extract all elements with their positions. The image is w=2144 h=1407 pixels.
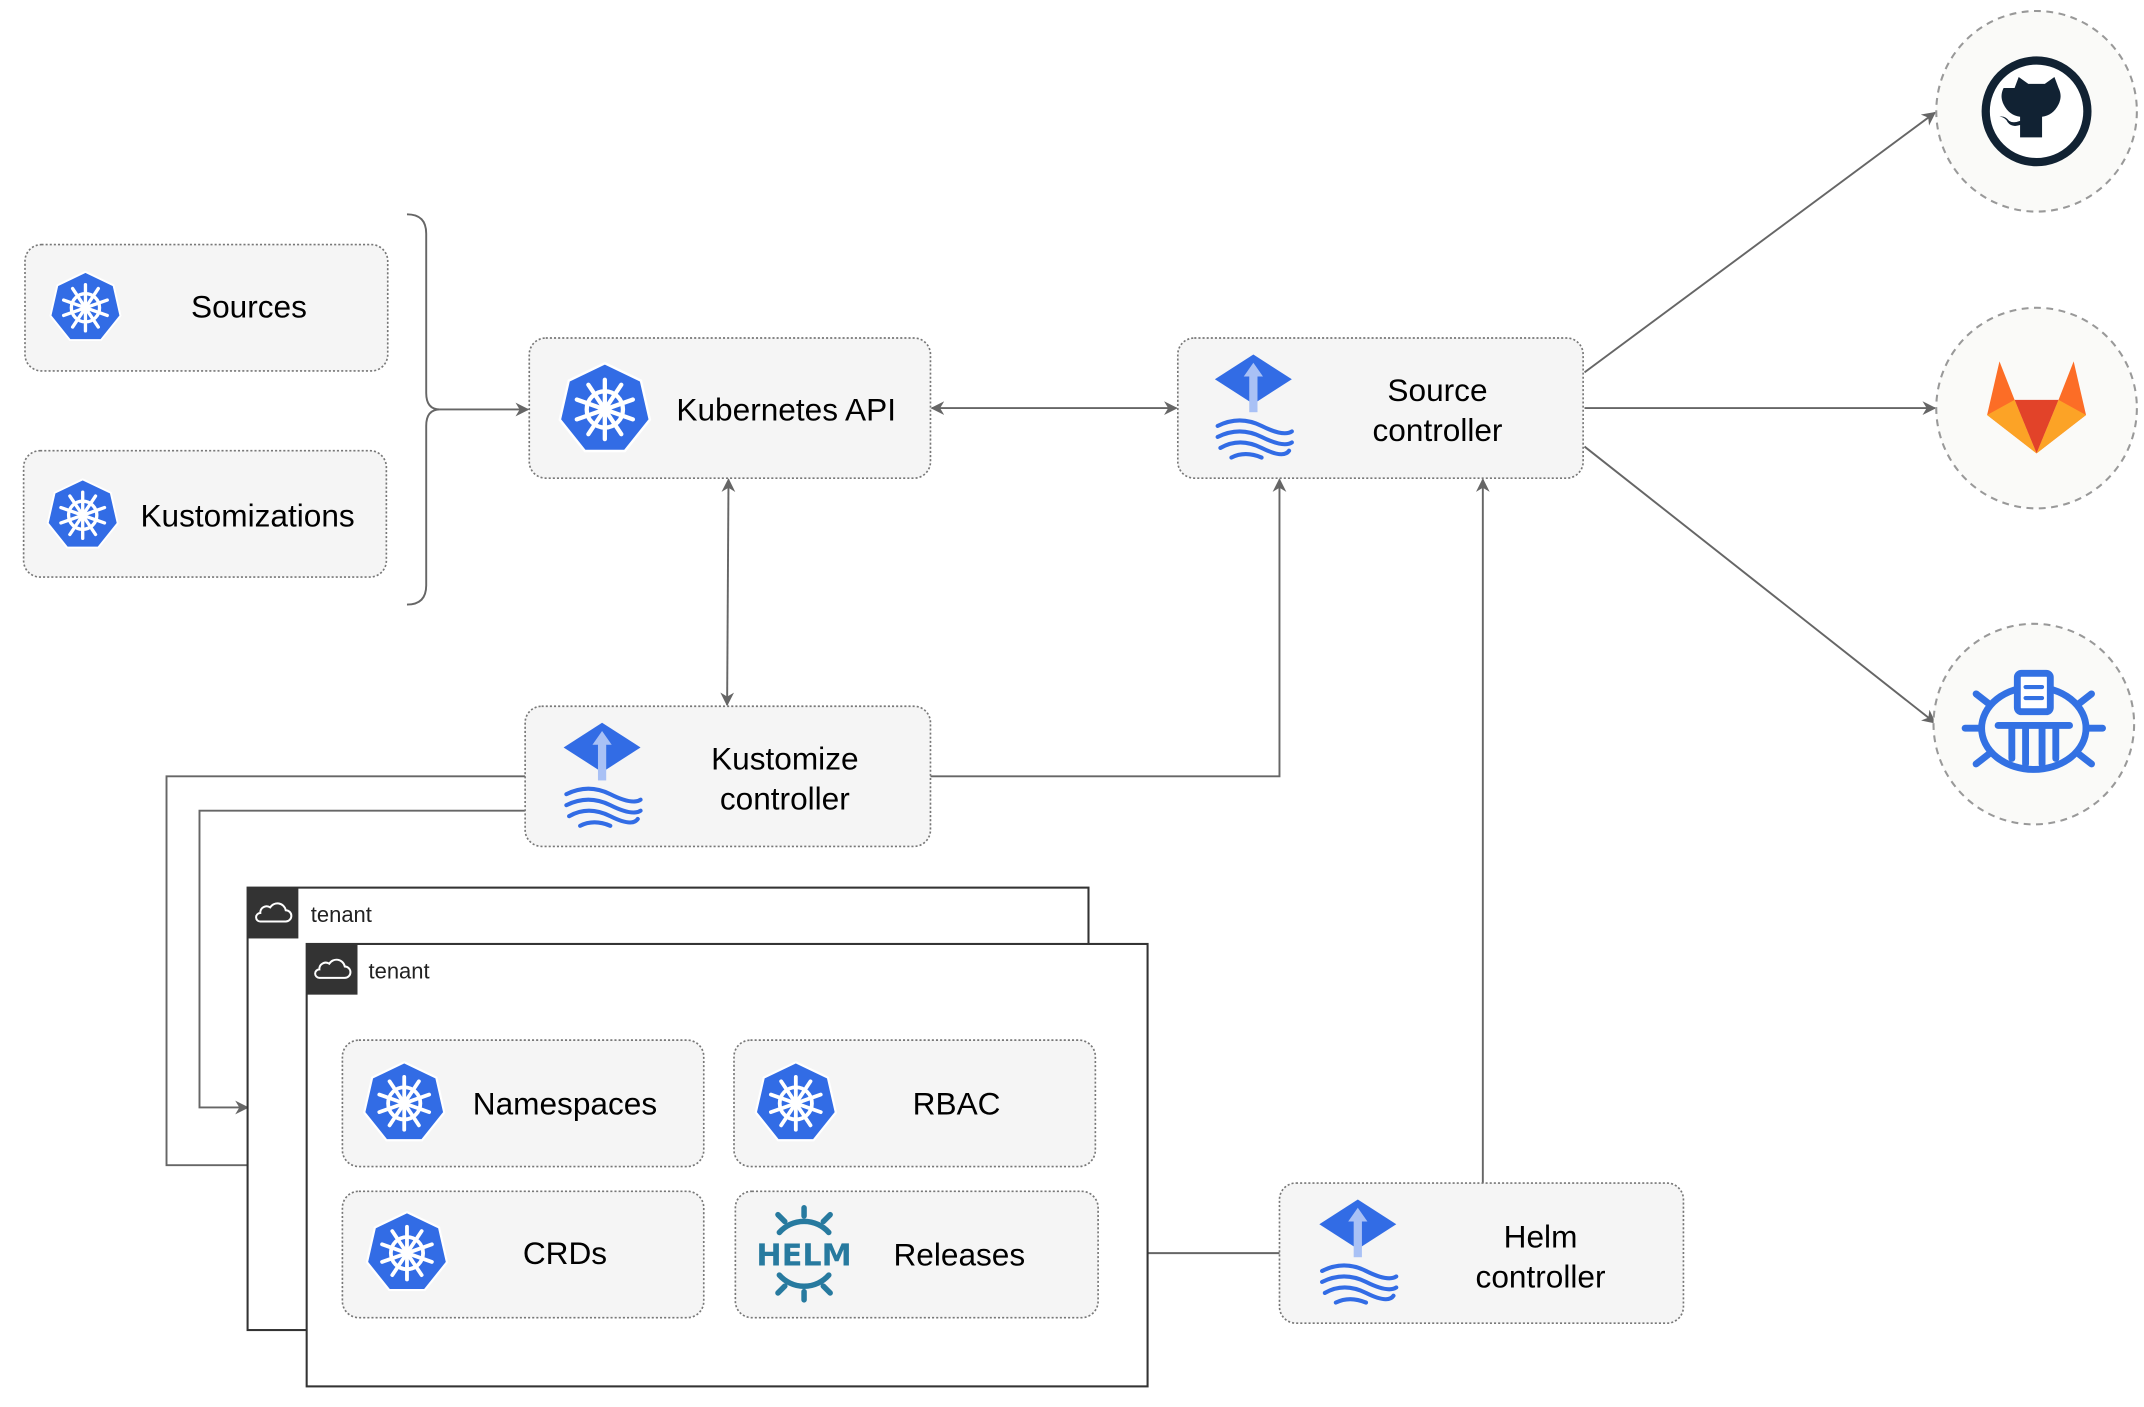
github-icon — [1981, 56, 2092, 167]
helm-controller-node[interactable]: Helm controller — [1278, 1182, 1685, 1325]
node-label-line1: Source — [1387, 372, 1487, 408]
node-label-line2: controller — [720, 780, 850, 816]
edge-kustomize-to-source-controller — [930, 478, 1287, 778]
gitlab-node[interactable] — [1935, 306, 2138, 510]
node-label: Kustomizations — [140, 497, 354, 533]
source-controller-node[interactable]: Source controller — [1176, 337, 1584, 479]
kustomizations-node[interactable]: Kustomizations — [22, 449, 388, 578]
node-label: Sources — [191, 288, 307, 324]
rbac-node[interactable]: RBAC — [733, 1039, 1097, 1168]
github-node[interactable] — [1935, 9, 2138, 213]
edge-source-to-github — [1583, 111, 1936, 374]
helm-icon: HELM — [756, 1205, 852, 1303]
edge-kustomize-to-tenant-back — [198, 809, 526, 1115]
bucket-node[interactable] — [1932, 622, 2136, 826]
crds-node[interactable]: CRDs — [341, 1190, 705, 1319]
edge-source-to-bucket — [1583, 445, 1936, 724]
releases-node[interactable]: HELM Releases — [734, 1190, 1099, 1319]
node-label: RBAC — [913, 1085, 1001, 1121]
tenant-label: tenant — [369, 958, 430, 983]
edges — [165, 111, 1937, 1260]
cloud-icon — [247, 887, 299, 939]
gitlab-icon — [1987, 361, 2087, 454]
node-label-line2: controller — [1373, 412, 1503, 448]
node-label-line1: Helm — [1504, 1219, 1578, 1255]
node-label-line2: controller — [1476, 1258, 1606, 1294]
bracket — [406, 213, 440, 606]
cloud-icon — [306, 943, 358, 995]
sources-node[interactable]: Sources — [24, 243, 389, 372]
edge-kustomize-to-tenant-front — [165, 775, 526, 1173]
node-label: CRDs — [523, 1235, 607, 1271]
kubernetes-api-node[interactable]: Kubernetes API — [528, 337, 932, 479]
kustomize-controller-node[interactable]: Kustomize controller — [524, 705, 932, 848]
namespaces-node[interactable]: Namespaces — [341, 1039, 705, 1168]
bucket-icon — [1961, 669, 2106, 773]
tenant-label: tenant — [311, 902, 372, 927]
helm-logo-text: HELM — [756, 1238, 851, 1273]
node-label: Kubernetes API — [676, 391, 896, 427]
node-label-line1: Kustomize — [711, 740, 858, 776]
edge-kubernetes-api-kustomize-controller — [720, 478, 736, 707]
node-label: Releases — [893, 1236, 1025, 1272]
node-label: Namespaces — [473, 1085, 657, 1121]
